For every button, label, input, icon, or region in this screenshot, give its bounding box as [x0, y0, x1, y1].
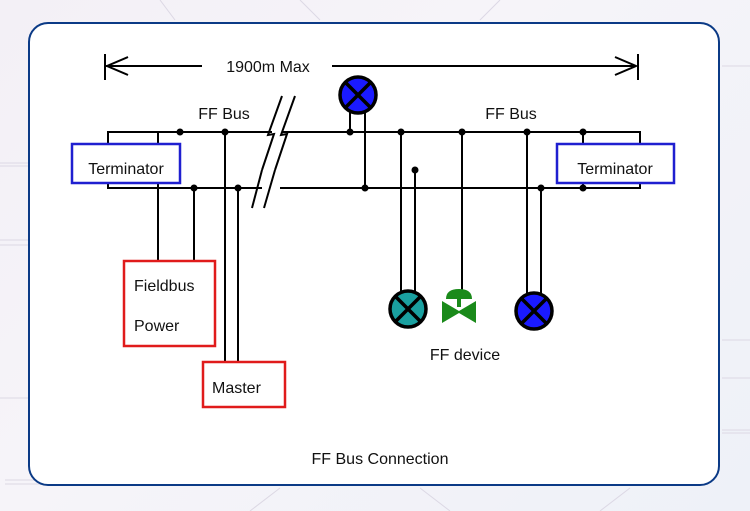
master-label: Master [212, 380, 262, 397]
power-label-line2: Power [134, 318, 180, 335]
terminator-right[interactable]: Terminator [555, 142, 676, 185]
terminator-right-label: Terminator [577, 161, 653, 178]
device-label: FF device [430, 347, 500, 364]
junction-dot [537, 184, 545, 192]
drop-wires [193, 110, 542, 362]
arrow-right-icon [614, 56, 639, 76]
span-label: 1900m Max [226, 59, 310, 76]
junction-dot [579, 128, 587, 136]
junction-dot [221, 128, 229, 136]
diagram-caption: FF Bus Connection [312, 451, 449, 468]
bus-label-left: FF Bus [198, 106, 250, 123]
junction-dot [176, 128, 184, 136]
terminator-left-label: Terminator [88, 161, 164, 178]
junction-dots [176, 128, 587, 192]
span-dimension [104, 54, 639, 80]
junction-dot [361, 184, 369, 192]
indicator-lamp-icon[interactable] [388, 289, 428, 329]
cable-break-icon [251, 95, 296, 209]
arrow-left-icon [104, 56, 129, 76]
junction-dot [346, 128, 354, 136]
master-box[interactable]: Master [201, 360, 287, 409]
power-label-line1: Fieldbus [134, 278, 194, 295]
junction-dot [397, 128, 405, 136]
junction-dot [411, 166, 419, 174]
junction-dot [579, 184, 587, 192]
bus-label-right: FF Bus [485, 106, 537, 123]
indicator-lamp-icon[interactable] [338, 75, 378, 115]
indicator-lamp-icon[interactable] [514, 291, 554, 331]
junction-dot [458, 128, 466, 136]
fieldbus-power-box[interactable]: Fieldbus Power [122, 259, 217, 348]
junction-dot [523, 128, 531, 136]
terminator-left[interactable]: Terminator [70, 142, 182, 185]
valve-icon[interactable] [442, 289, 476, 323]
junction-dot [234, 184, 242, 192]
junction-dot [190, 184, 198, 192]
